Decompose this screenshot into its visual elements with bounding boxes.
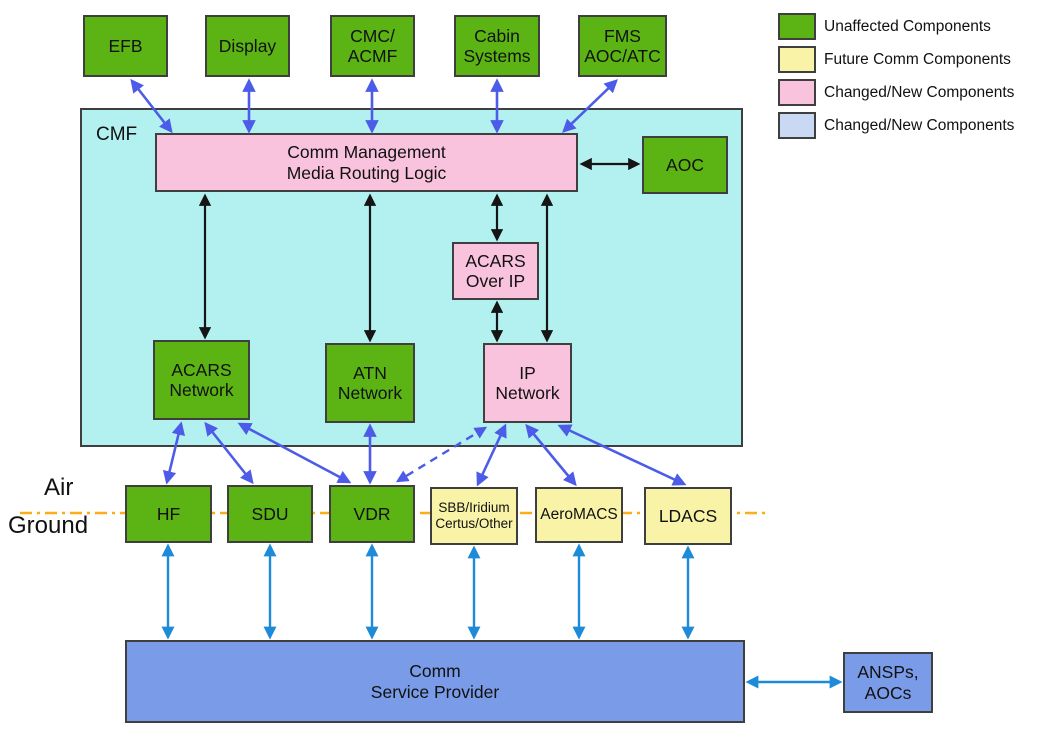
ldacs-label: LDACS: [658, 505, 718, 526]
cabin-systems-line1: Cabin: [474, 25, 520, 46]
sbb-iridium-line2: Certus/Other: [435, 516, 513, 531]
ansps-aocs-box: ANSPs, AOCs: [843, 652, 933, 713]
ground-label: Ground: [8, 512, 89, 539]
legend-row-changed-blue: Changed/New Components: [778, 112, 1014, 139]
sbb-iridium-line1: SBB/Iridium: [438, 500, 510, 516]
fms-aoc-atc-line1: FMS: [604, 25, 641, 46]
vdr-box: VDR: [329, 485, 415, 543]
sbb-iridium-box: SBB/Iridium Certus/Other: [430, 487, 518, 545]
cabin-systems-line2: Systems: [463, 46, 531, 66]
atn-network-line2: Network: [337, 383, 403, 403]
display-box: Display: [205, 15, 290, 77]
ldacs-box: LDACS: [644, 487, 732, 545]
hf-box: HF: [125, 485, 212, 543]
ansps-aocs-line2: AOCs: [864, 682, 912, 703]
acars-over-ip-box: ACARS Over IP: [452, 242, 539, 300]
ip-network-line1: IP: [519, 362, 536, 383]
air-label: Air: [44, 474, 74, 501]
legend-row-future: Future Comm Components: [778, 46, 1014, 73]
comm-management-box: Comm Management Media Routing Logic: [155, 133, 578, 192]
legend-label-future: Future Comm Components: [824, 50, 1011, 68]
aoc-label: AOC: [666, 154, 704, 175]
legend-row-changed-pink: Changed/New Components: [778, 79, 1014, 106]
cmc-acmf-line1: CMC/: [350, 25, 395, 46]
comm-management-line1: Comm Management: [287, 142, 446, 163]
acars-network-line1: ACARS: [171, 359, 232, 380]
efb-box: EFB: [83, 15, 168, 77]
aeromacs-label: AeroMACS: [540, 506, 618, 524]
sdu-label: SDU: [251, 503, 289, 524]
comm-management-line2: Media Routing Logic: [286, 162, 447, 183]
aoc-box: AOC: [642, 136, 728, 194]
cmc-acmf-box: CMC/ ACMF: [330, 15, 415, 77]
legend-swatch-yellow: [778, 46, 816, 73]
ansps-aocs-line1: ANSPs,: [857, 662, 919, 683]
ip-network-line2: Network: [495, 383, 560, 403]
hf-label: HF: [156, 503, 181, 524]
ip-network-box: IP Network: [483, 343, 572, 423]
legend-label-unaffected: Unaffected Components: [824, 17, 991, 35]
legend-label-changed-pink: Changed/New Components: [824, 83, 1015, 101]
legend: Unaffected Components Future Comm Compon…: [778, 13, 1014, 145]
fms-aoc-atc-box: FMS AOC/ATC: [578, 15, 667, 77]
legend-swatch-green: [778, 13, 816, 40]
fms-aoc-atc-line2: AOC/ATC: [584, 46, 661, 66]
acars-network-box: ACARS Network: [153, 340, 250, 420]
cabin-systems-box: Cabin Systems: [454, 15, 540, 77]
acars-over-ip-line2: Over IP: [465, 271, 526, 291]
vdr-label: VDR: [353, 503, 391, 524]
comm-service-provider-line1: Comm: [409, 661, 461, 682]
comm-service-provider-box: Comm Service Provider: [125, 640, 745, 723]
efb-label: EFB: [108, 35, 143, 56]
sdu-box: SDU: [227, 485, 313, 543]
legend-row-unaffected: Unaffected Components: [778, 13, 1014, 40]
comm-service-provider-line2: Service Provider: [370, 681, 500, 702]
atn-network-line1: ATN: [353, 362, 387, 383]
legend-label-changed-blue: Changed/New Components: [824, 116, 1015, 134]
legend-swatch-blue: [778, 112, 816, 139]
cmf-label: CMF: [96, 124, 138, 145]
cmc-acmf-line2: ACMF: [347, 46, 398, 66]
acars-network-line2: Network: [169, 380, 234, 400]
display-label: Display: [218, 35, 277, 56]
aeromacs-box: AeroMACS: [535, 487, 623, 543]
acars-over-ip-line1: ACARS: [465, 250, 526, 271]
legend-swatch-pink: [778, 79, 816, 106]
atn-network-box: ATN Network: [325, 343, 415, 423]
